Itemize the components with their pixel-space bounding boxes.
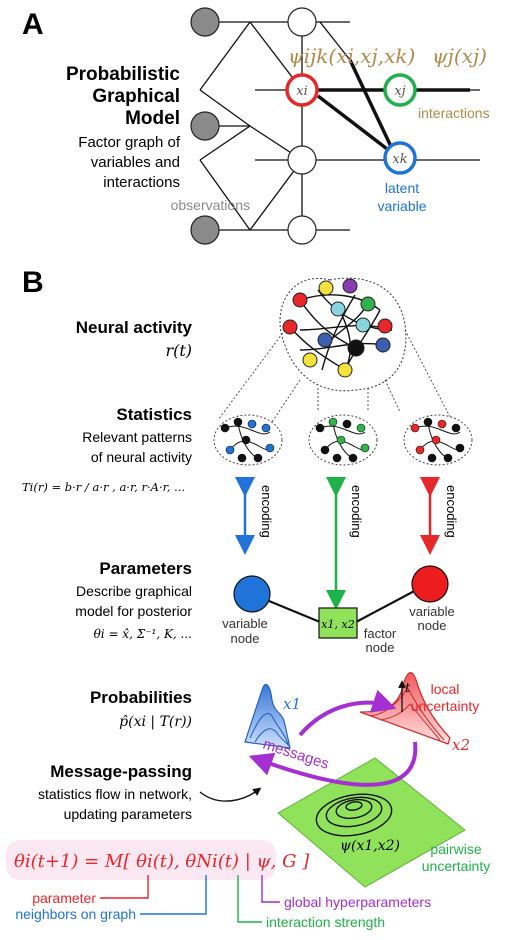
panel-b-letter: B [22, 266, 44, 299]
psi-label: ψ(x1,x2) [340, 838, 400, 854]
neural-activity-formula: r(t) [165, 341, 192, 360]
neural-activity-title: Neural activity [76, 318, 193, 337]
neuron-yellow-1 [318, 280, 334, 296]
panel-a-title-line1: Probabilistic [66, 64, 180, 85]
factor-node-box [318, 607, 358, 639]
neuron-blue-1 [317, 332, 333, 348]
panel-a-desc-line2: variables and [91, 154, 180, 171]
panel-a-letter: A [22, 8, 44, 41]
legend-global: global hyperparameters [284, 894, 431, 910]
neuron-yellow-2 [302, 352, 318, 368]
neuron-blue-2 [375, 337, 391, 353]
variable-node-red-line2: node [418, 618, 447, 633]
legend-interaction: interaction strength [266, 914, 385, 930]
neuron-red-1 [292, 292, 308, 308]
latent-label-line1: latent [385, 180, 419, 196]
update-equation-text: θi(t+1) = M[ θi(t), θNi(t) | ψ, G ] [14, 851, 310, 872]
node-xj-label: xj [394, 84, 405, 99]
t-label: t [405, 681, 411, 696]
param-edge-right [355, 587, 421, 623]
probabilities-title: Probabilities [90, 688, 192, 707]
variable-node-red-line1: variable [409, 604, 455, 619]
pairwise-uncertainty-line1: pairwise [430, 841, 482, 857]
message-passing-line1: statistics flow in network, [38, 786, 192, 802]
factor-pairwise-label: ψijk(xi,xj,xk) [288, 44, 415, 68]
node-xj [383, 73, 417, 107]
stats-network-blue [213, 414, 283, 466]
statistics-title: Statistics [116, 405, 192, 424]
factor-node-line1: factor [364, 626, 397, 641]
message-passing-line2: updating parameters [64, 806, 192, 822]
observation-node-3 [190, 215, 220, 245]
legend-pointers [100, 875, 280, 923]
encoding-label-green: encoding [349, 485, 364, 538]
projection-lines [217, 329, 463, 456]
neuron-green-1 [360, 296, 376, 312]
messages-label: messages [261, 736, 331, 773]
pairwise-contours [315, 793, 393, 837]
neural-network-neurons [282, 278, 393, 378]
node-xk [383, 141, 417, 175]
factor-node-box-label: x1, x2 [321, 618, 354, 631]
message-arrow-top [298, 689, 397, 737]
panel-a-title-line2: Graphical [92, 86, 180, 107]
stats-network-green [308, 414, 378, 466]
node-xi-label: xi [296, 84, 308, 99]
latent-node-middle [287, 145, 317, 175]
panel-a-title: Probabilistic Graphical Model [66, 64, 180, 129]
encoding-label-blue: encoding [259, 485, 274, 538]
update-equation: θi(t+1) = M[ θi(t), θNi(t) | ψ, G ] [14, 851, 310, 872]
neuron-black [347, 339, 365, 357]
latent-node-bottom [287, 215, 317, 245]
message-passing-title: Message-passing [50, 762, 192, 781]
message-passing-pointer [199, 787, 262, 802]
update-equation-box [6, 840, 276, 880]
variable-node-blue-line1: variable [222, 616, 268, 631]
neuron-cyan-1 [330, 301, 346, 317]
panel-a-desc-line1: Factor graph of [78, 134, 181, 151]
parameters-title: Parameters [99, 559, 192, 578]
variable-node-red [411, 565, 449, 603]
variable-node-blue [233, 575, 271, 613]
latent-label-line2: variable [377, 198, 426, 214]
message-arrow-bottom [248, 741, 418, 787]
statistics-formula: Ti(r) = b·r / a·r , a·r, r·A·r, ... [22, 480, 185, 494]
blue-distribution [244, 683, 291, 749]
stats-network-red [403, 414, 473, 466]
interactions-label: interactions [418, 105, 490, 121]
factor-node-line2: node [366, 640, 395, 655]
observation-node-2 [190, 111, 220, 141]
panel-a-title-line3: Model [125, 108, 180, 129]
variable-node-blue-line2: node [231, 631, 260, 646]
statistics-line1: Relevant patterns [82, 429, 192, 445]
latent-node-top [287, 7, 317, 37]
probabilities-formula: p̂(xi | T(r)) [119, 714, 192, 730]
neuron-purple [342, 278, 358, 294]
local-uncertainty-line2: uncertainty [411, 698, 479, 714]
statistics-line2: of neural activity [91, 449, 192, 465]
legend-neighbors: neighbors on graph [15, 906, 136, 922]
parameters-formula: θi = x̂, Σ⁻¹, K, ... [94, 627, 192, 641]
parameters-line1: Describe graphical [76, 583, 192, 599]
neuron-red-3 [377, 318, 393, 334]
factor-single-label: ψj(xj) [432, 44, 487, 68]
node-xi [285, 73, 319, 107]
x2-label: x2 [452, 736, 470, 754]
parameters-line2: model for posterior [75, 603, 192, 619]
x1-label: x1 [283, 695, 301, 713]
panel-a-desc-line3: interactions [103, 174, 180, 191]
observation-node-1 [190, 7, 220, 37]
pairwise-plane [277, 757, 466, 888]
neuron-yellow-3 [337, 362, 353, 378]
legend-parameter: parameter [32, 890, 96, 906]
observations-label: observations [171, 197, 250, 213]
neuron-red-2 [282, 319, 298, 335]
neuron-cyan-2 [355, 317, 371, 333]
local-uncertainty-line1: local [431, 681, 460, 697]
encoding-label-red: encoding [444, 485, 459, 538]
panel-a-description: Factor graph of variables and interactio… [78, 134, 181, 191]
pairwise-uncertainty-line2: uncertainty [422, 858, 490, 874]
node-xk-label: xk [392, 152, 407, 167]
